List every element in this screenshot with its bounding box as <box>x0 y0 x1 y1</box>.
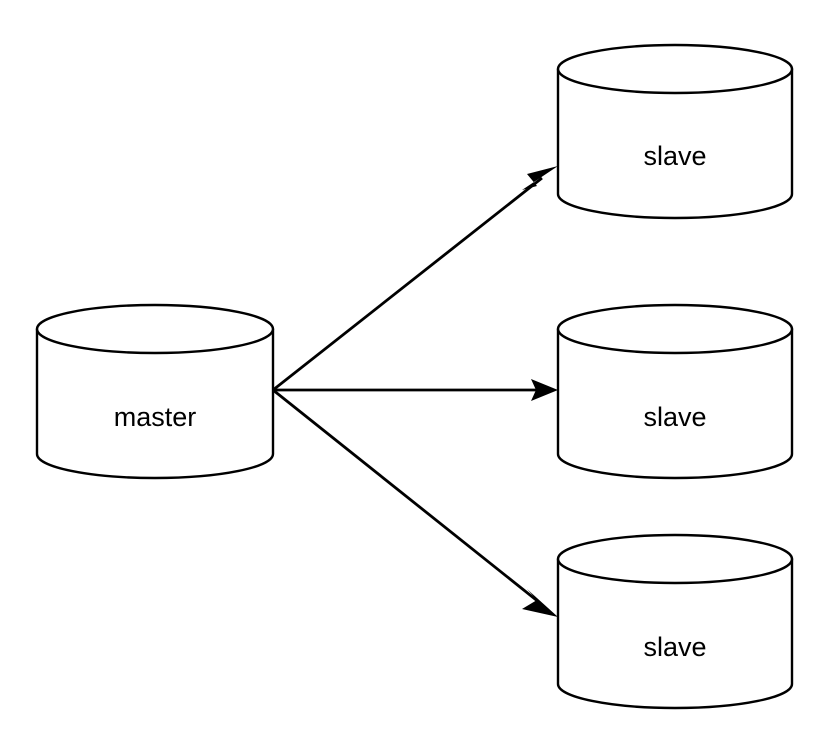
arrowhead-icon <box>531 379 558 401</box>
edge-line-upper <box>272 176 543 392</box>
slave-3-cylinder-top <box>556 533 794 585</box>
edge-master-to-slave-1[interactable] <box>272 166 558 392</box>
node-slave-1[interactable]: slave <box>556 43 794 220</box>
arrowhead-icon <box>522 589 558 617</box>
edge-group <box>272 166 558 617</box>
slave-2-cylinder-top <box>556 303 794 355</box>
slave-1-cylinder-top <box>556 43 794 95</box>
master-cylinder-top <box>35 303 275 355</box>
master-label: master <box>114 402 197 432</box>
node-slave-2[interactable]: slave <box>556 303 794 480</box>
master-cylinder-body <box>35 327 275 480</box>
edge-line-lower <box>272 388 541 605</box>
slave-3-cylinder-body <box>556 557 794 710</box>
slave-1-label: slave <box>643 141 706 171</box>
edge-master-to-slave-3[interactable] <box>272 388 558 617</box>
node-master[interactable]: master <box>35 303 275 480</box>
slave-2-cylinder-body <box>556 327 794 480</box>
node-slave-3[interactable]: slave <box>556 533 794 710</box>
slave-1-cylinder-body <box>556 67 794 220</box>
edge-master-to-slave-2[interactable] <box>273 379 558 401</box>
slave-3-label: slave <box>643 632 706 662</box>
slave-2-label: slave <box>643 402 706 432</box>
arrowhead-icon <box>522 166 558 190</box>
